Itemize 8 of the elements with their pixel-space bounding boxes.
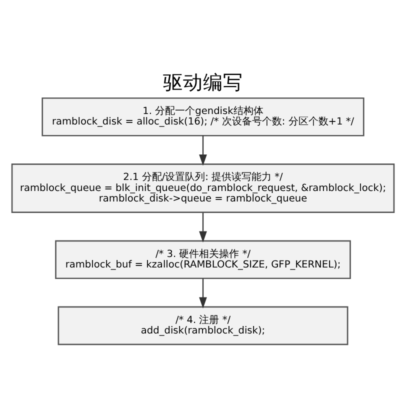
arrow — [199, 135, 207, 166]
node-box: /* 3. 硬件相关操作 */ ramblock_buf = kzalloc(RAMBLOCK_SIZE, GFP_KERNEL); — [55, 240, 351, 279]
arrow — [199, 278, 207, 308]
node-box: /* 4. 注册 */ add_disk(ramblock_disk); — [58, 306, 348, 345]
arrow — [199, 212, 207, 242]
node-box: 2.1 分配/设置队列: 提供读写能力 */ ramblock_queue = blk_init_queue(do_ramblock_request, &ramblock_lock); ramblock_disk->queue = ramblock_queue — [11, 163, 395, 213]
diagram-title: 驱动编写 — [163, 70, 243, 94]
node-box: 1. 分配一个gendisk结构体 ramblock_disk = alloc_disk(16); /* 次设备号个数: 分区个数+1 */ — [42, 96, 364, 136]
